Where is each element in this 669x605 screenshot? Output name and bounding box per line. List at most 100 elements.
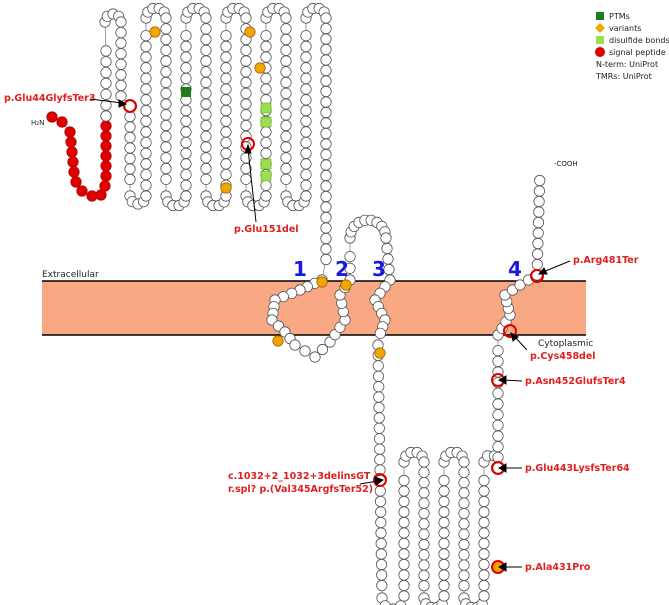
residue (458, 580, 470, 592)
residue (375, 537, 387, 550)
residue (160, 141, 172, 153)
residue (180, 179, 192, 191)
residue (398, 548, 410, 560)
residue (418, 476, 430, 489)
residue (240, 66, 252, 78)
disulfide-residue (260, 158, 272, 170)
residue (398, 485, 410, 497)
residue (320, 96, 332, 108)
helix-1-number: 1 (293, 257, 307, 281)
residue (240, 44, 252, 56)
residue (438, 537, 450, 550)
residue (220, 30, 232, 42)
residue (533, 195, 545, 208)
residue (140, 83, 152, 95)
residue (373, 412, 385, 424)
residue (240, 119, 252, 132)
variant-residue (340, 279, 352, 291)
residue (320, 169, 332, 182)
signal-peptide-residue (68, 166, 80, 178)
residue (478, 537, 490, 550)
residue (438, 558, 450, 571)
residue (532, 237, 544, 250)
residue (532, 216, 545, 229)
signal-peptide-residue (99, 180, 111, 192)
residue (260, 179, 272, 191)
highlighted-variant-residue (530, 269, 544, 283)
residue (438, 495, 450, 508)
residue (418, 466, 430, 478)
legend-signal-swatch (595, 47, 605, 57)
residue (300, 126, 312, 138)
residue (124, 142, 136, 154)
residue (316, 343, 329, 356)
annotation-splice-c: c.1032+2_1032+3delinsGT (228, 471, 371, 482)
residue (320, 201, 332, 213)
residue (100, 56, 112, 68)
residue (140, 126, 152, 138)
residue (398, 537, 410, 550)
residue (180, 40, 192, 53)
residue (300, 40, 312, 53)
variant-residue (374, 347, 386, 359)
residue (534, 174, 546, 187)
residue (300, 62, 312, 74)
residue (300, 190, 312, 202)
residue (438, 590, 450, 602)
residue (300, 94, 312, 106)
annotation-asn452: p.Asn452GlufsTer4 (525, 376, 626, 387)
residue (300, 158, 312, 170)
residue (220, 104, 232, 117)
helix-4-number: 4 (508, 257, 522, 281)
disulfide-residue (260, 102, 272, 114)
residue (438, 527, 450, 539)
residue (320, 159, 332, 171)
residue (220, 147, 232, 159)
residue (398, 590, 410, 602)
legend-ptm-swatch (596, 12, 604, 20)
residue (140, 179, 152, 191)
residue (140, 51, 152, 63)
residue (344, 251, 356, 263)
residue (418, 518, 430, 530)
residue (320, 243, 332, 255)
residue (381, 242, 393, 255)
residue (320, 64, 332, 77)
residue (492, 355, 504, 367)
residue (280, 162, 292, 175)
signal-peptide-residue (66, 146, 78, 158)
residue (418, 559, 430, 571)
residue (478, 558, 490, 571)
residue (115, 48, 127, 60)
residue (289, 339, 301, 351)
residue (492, 345, 504, 357)
residue (379, 600, 391, 605)
residue (374, 453, 386, 466)
signal-peptide-residue (64, 126, 76, 138)
residue (374, 485, 386, 497)
residue (160, 109, 172, 121)
residue (160, 23, 172, 35)
residue (220, 126, 232, 138)
residue (320, 22, 332, 35)
residue (260, 137, 272, 149)
disulfide-residue (260, 116, 272, 128)
residue (124, 131, 136, 144)
residue (115, 90, 127, 102)
residue (160, 173, 172, 185)
annotation-glu443: p.Glu443LysfsTer64 (525, 463, 630, 474)
residue (140, 169, 152, 181)
residue (320, 106, 332, 119)
residue (280, 87, 292, 99)
residue (140, 190, 152, 202)
residue (418, 456, 430, 468)
residue (260, 51, 272, 63)
residue (300, 83, 312, 95)
residue (220, 72, 232, 85)
residue (160, 33, 172, 46)
residue (200, 76, 212, 89)
residue (240, 98, 252, 110)
highlighted-variant-residue (123, 99, 137, 113)
residue (280, 130, 292, 142)
residue (124, 121, 136, 133)
